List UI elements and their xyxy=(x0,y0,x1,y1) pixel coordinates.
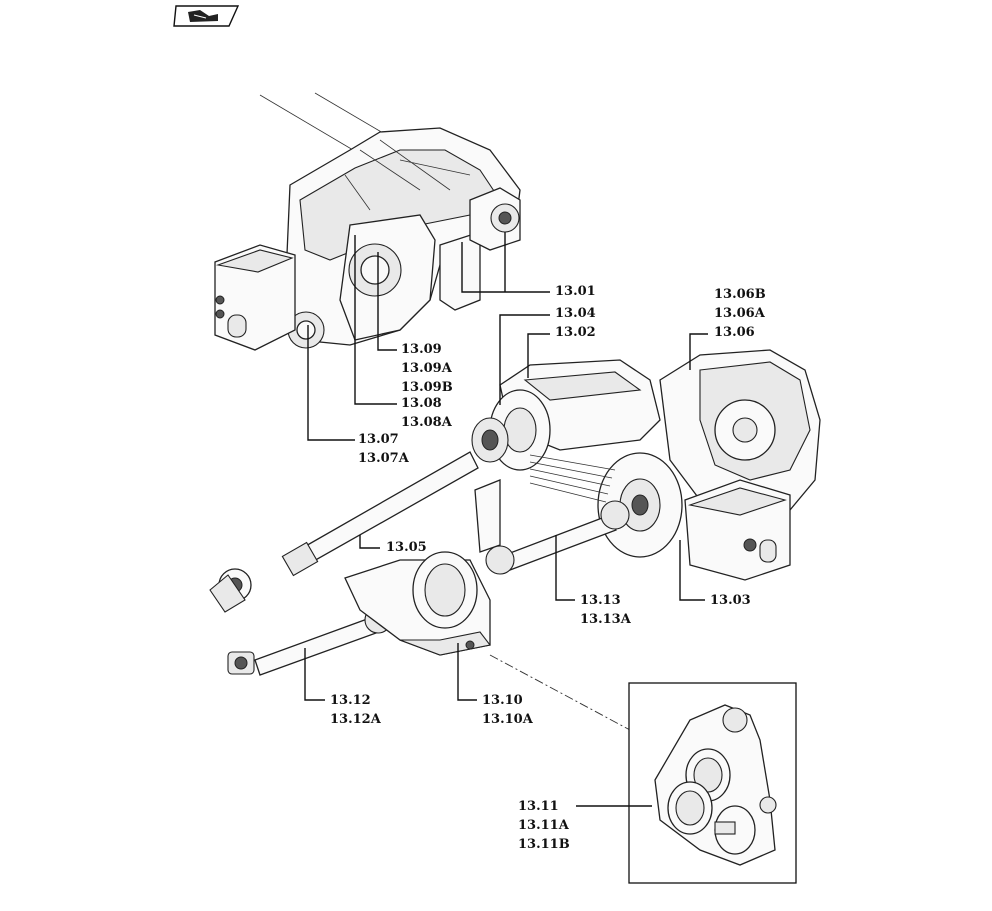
callout-text: 13.06B xyxy=(714,287,766,302)
callout-text: 13.09A xyxy=(401,361,452,376)
drive-shaft-13-12 xyxy=(227,606,392,676)
callout-text: 13.13A xyxy=(580,612,631,627)
callout-text: 13.09 xyxy=(401,342,442,357)
callout-text: 13.11 xyxy=(518,799,559,814)
detail-box-13-11 xyxy=(628,682,797,884)
callout-13-05: 13.05 xyxy=(386,538,427,557)
callout-13-07: 13.07 13.07A xyxy=(358,430,409,468)
callout-text: 13.06A xyxy=(714,306,765,321)
belt-drive-assembly xyxy=(471,349,821,581)
callout-text: 13.02 xyxy=(555,325,596,340)
callout-text: 13.06 xyxy=(714,325,755,340)
callout-13-10: 13.10 13.10A xyxy=(482,691,533,729)
angle-gearbox-13-10 xyxy=(344,551,491,656)
upper-gearbox-assembly xyxy=(214,92,521,351)
callout-13-08: 13.08 13.08A xyxy=(401,394,452,432)
callout-text: 13.10 xyxy=(482,693,523,708)
book-page-icon[interactable] xyxy=(173,5,240,27)
callout-text: 13.12A xyxy=(330,712,381,727)
callout-13-03: 13.03 xyxy=(710,591,751,610)
callout-text: 13.11A xyxy=(518,818,569,833)
callout-13-11: 13.11 13.11A 13.11B xyxy=(518,797,570,854)
callout-text: 13.08A xyxy=(401,415,452,430)
callout-13-04: 13.04 xyxy=(555,304,596,323)
callout-text: 13.01 xyxy=(555,284,596,299)
drive-shaft-13-05 xyxy=(209,451,479,613)
callout-text: 13.08 xyxy=(401,396,442,411)
callout-text: 13.07 xyxy=(358,432,399,447)
callout-text: 13.05 xyxy=(386,540,427,555)
callout-text: 13.04 xyxy=(555,306,596,321)
callout-13-13: 13.13 13.13A xyxy=(580,591,631,629)
drive-shaft-13-13 xyxy=(485,500,630,575)
callout-text: 13.11B xyxy=(518,837,570,852)
callout-13-06: 13.06B 13.06A 13.06 xyxy=(714,285,766,342)
callout-text: 13.09B xyxy=(401,380,453,395)
callout-text: 13.07A xyxy=(358,451,409,466)
callout-13-02: 13.02 xyxy=(555,323,596,342)
callout-13-09: 13.09 13.09A 13.09B xyxy=(401,340,453,397)
callout-text: 13.12 xyxy=(330,693,371,708)
callout-13-01: 13.01 xyxy=(555,282,596,301)
callout-text: 13.13 xyxy=(580,593,621,608)
callout-13-12: 13.12 13.12A xyxy=(330,691,381,729)
callout-text: 13.10A xyxy=(482,712,533,727)
leader-lines xyxy=(304,232,708,807)
detail-reference-line xyxy=(489,654,631,731)
callout-text: 13.03 xyxy=(710,593,751,608)
